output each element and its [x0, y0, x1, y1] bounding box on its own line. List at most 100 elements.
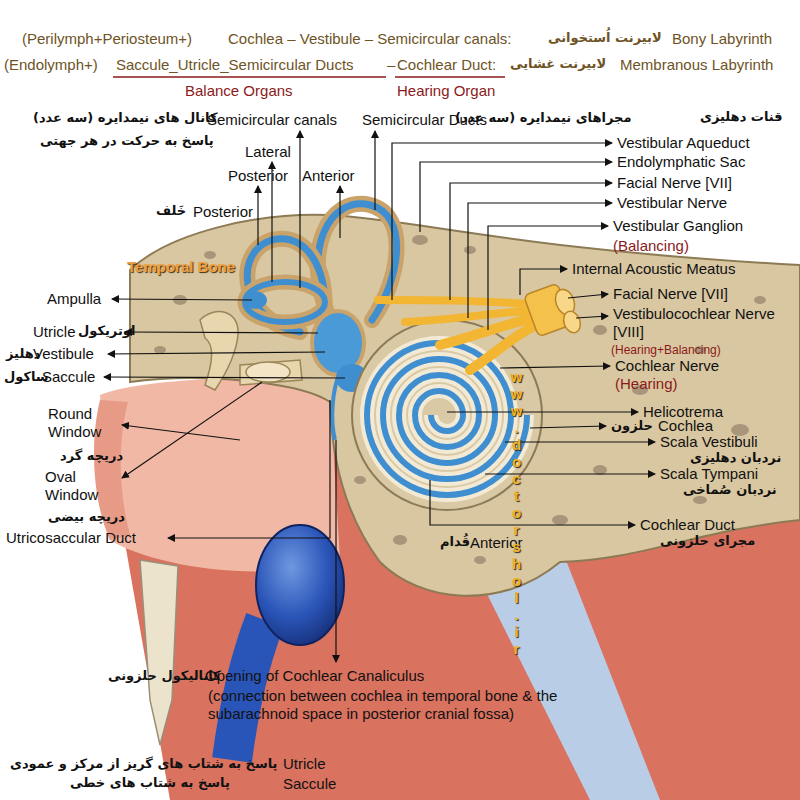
temporal-bone-part — [754, 296, 766, 304]
leader-lines-part — [420, 162, 612, 232]
leader-lines-part — [335, 440, 336, 662]
function-note: Hearing Organ — [397, 82, 495, 100]
persian-label: حلزون — [611, 417, 653, 435]
function-note: (Balancing) — [613, 237, 689, 255]
persian-label: مجراهای نیمدایره (سه عدد) — [455, 109, 631, 127]
temporal-bone-part — [412, 235, 428, 245]
part-label: Endolymphatic Sac — [617, 153, 745, 171]
cochlea-part — [367, 343, 527, 495]
part-label: Saccule — [42, 368, 95, 386]
temporal-bone-part — [354, 476, 366, 484]
temporal-bone-part — [154, 346, 166, 354]
temporal-bone-part — [464, 246, 476, 254]
nerves-part — [561, 309, 584, 335]
persian-label: دریچه گرد — [60, 447, 123, 465]
ossicles-part — [246, 362, 290, 382]
part-label: Vestibular Aqueduct — [617, 134, 750, 152]
part-label: Posterior — [193, 203, 253, 221]
vessel — [232, 525, 344, 760]
persian-label: پاسخ به شتاب های گریز از مرکز و عمودی — [10, 755, 277, 773]
part-label: Saccule — [283, 775, 336, 793]
persian-label: قُدام — [440, 533, 470, 551]
part-label: Lateral — [245, 143, 291, 161]
part-label: Opening of Cochlear Canaliculus — [205, 667, 424, 685]
function-note: (Hearing) — [615, 375, 678, 393]
persian-label: پاسخ به حرکت در هر جهتی — [40, 132, 214, 150]
header-underline — [113, 76, 505, 78]
leader-lines-part — [374, 131, 375, 210]
persian-label: مجرای حلزونی — [660, 532, 755, 550]
vessel-part — [256, 525, 344, 645]
temporal-bone-part — [474, 556, 486, 564]
ossicles-part — [200, 312, 238, 390]
temporal-bone-part — [693, 496, 707, 504]
header-text: Bony Labyrinth — [672, 30, 772, 48]
part-label: Semicircular canals — [207, 111, 337, 129]
leader-lines-part — [505, 441, 655, 442]
part-label: Facial Nerve [VII] — [613, 285, 728, 303]
leader-lines-part — [125, 332, 318, 333]
part-label: Utricosaccular Duct — [6, 529, 136, 547]
temporal-bone-part — [204, 251, 216, 259]
temporal-bone-part — [552, 515, 568, 525]
temporal-bone-part — [593, 325, 607, 335]
watermark: www.doctorshol.ir — [508, 368, 524, 657]
leader-lines — [104, 131, 655, 662]
leader-lines-part — [500, 366, 610, 368]
function-note: (Hearing+Balancing) — [611, 341, 721, 359]
part-label: Vestibular Ganglion — [613, 217, 743, 235]
semicircular-canals — [245, 204, 397, 332]
persian-label: نردبان صُماخی — [683, 481, 777, 499]
header-text: Cochlear Duct: — [397, 56, 496, 74]
leader-lines-part — [576, 316, 608, 318]
leader-lines-part — [447, 411, 638, 412]
leader-lines-part — [112, 299, 252, 300]
styloid-process-part — [140, 560, 178, 745]
part-label: Oval Window — [45, 468, 115, 504]
leader-lines-part — [122, 382, 262, 478]
part-label: Utricle — [33, 323, 76, 341]
header-underline-part — [395, 76, 505, 78]
header-text: Membranous Labyrinth — [620, 56, 773, 74]
vestibule-part — [332, 372, 340, 440]
persian-label: قنات دهلیزی — [700, 108, 783, 126]
nerves-part — [378, 300, 540, 305]
leader-lines-part — [168, 400, 330, 538]
nerves — [378, 283, 583, 370]
styloid-process — [140, 560, 178, 745]
ossicles-part — [240, 360, 302, 385]
leader-lines-part — [104, 377, 345, 378]
leader-lines-part — [530, 426, 606, 428]
part-label: Utricle — [283, 755, 326, 773]
temporal-bone-part — [393, 535, 407, 545]
function-note: Balance Organs — [185, 82, 293, 100]
persian-label: کانالیکول حلزونی — [108, 667, 221, 685]
part-label: (connection between cochlea in temporal … — [208, 687, 593, 723]
header-text: Saccule_Utricle_Semicircular Ducts — [116, 56, 354, 74]
region-label: Temporal Bone — [127, 258, 235, 276]
persian-label: ساکول — [4, 368, 49, 386]
header-underline-part — [113, 76, 386, 78]
header-text: Cochlea – Vestibule – Semicircular canal… — [228, 30, 511, 48]
part-label: Vestibulocochlear Nerve [VIII] — [613, 305, 783, 341]
part-label: Scala Tympani — [660, 465, 758, 483]
header-text: (Perilymph+Periosteum+) — [22, 30, 192, 48]
leader-lines-part — [108, 352, 325, 354]
persian-label: دریچه بیضی — [48, 508, 125, 526]
leader-lines-part — [450, 183, 612, 300]
leader-lines-part — [568, 294, 608, 298]
header-text: لابیرنت اُستخوانی — [548, 29, 662, 47]
cochlea-part — [367, 343, 527, 495]
part-label: Round Window — [48, 405, 118, 441]
part-label: Ampulla — [47, 290, 101, 308]
header-text: (Endolymph+) — [4, 56, 98, 74]
leader-lines-part — [488, 226, 608, 330]
persian-label: اوتریکول — [78, 322, 135, 340]
leader-lines-part — [339, 186, 340, 238]
part-label: Facial Nerve [VII] — [617, 174, 732, 192]
header-text: – — [387, 56, 395, 74]
part-label: Vestibular Nerve — [617, 194, 727, 212]
persian-label: کانال های نیمدایره (سه عدد) — [33, 109, 218, 127]
part-label: Vestibule — [33, 345, 94, 363]
